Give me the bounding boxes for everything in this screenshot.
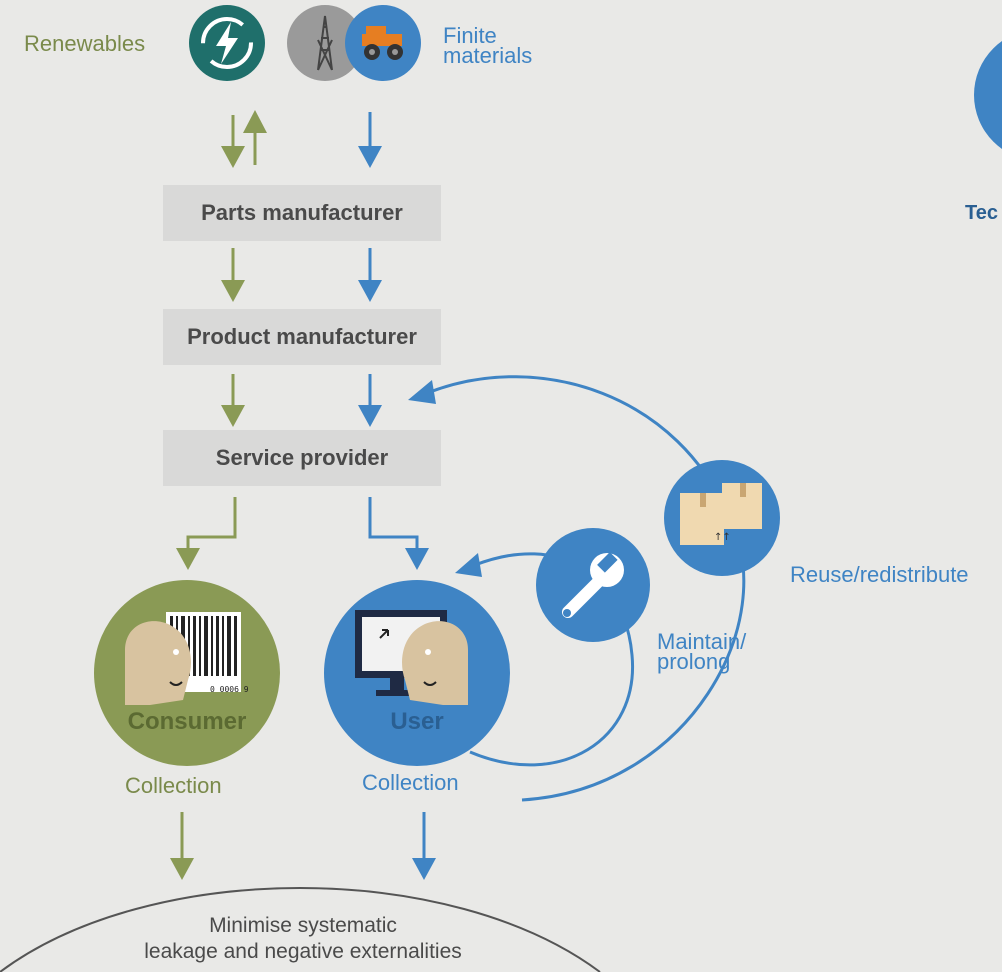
consumer-collection-label: Collection xyxy=(125,773,222,798)
renewables-label: Renewables xyxy=(24,31,146,56)
oil-derrick-icon xyxy=(287,5,363,81)
lightning-recycle-icon xyxy=(189,5,265,81)
consumer-circle xyxy=(94,580,280,766)
finite-label-line2: materials xyxy=(443,43,533,68)
consumer-label: Consumer xyxy=(127,708,247,735)
mining-truck-icon xyxy=(345,5,421,81)
stage-service-provider: Service provider xyxy=(163,430,441,486)
leakage-arc xyxy=(0,887,601,972)
reuse-redistribute-label: Reuse/redistribute xyxy=(790,562,969,587)
svg-text:↑↑: ↑↑ xyxy=(714,532,731,543)
user-label: User xyxy=(390,708,444,735)
maintain-prolong-label: Maintain/ prolong xyxy=(657,629,747,674)
technical-cycle-circle xyxy=(974,41,1002,149)
green-flow-arrows xyxy=(170,110,267,880)
wrench-icon xyxy=(536,528,650,642)
leakage-text-line1: Minimise systematic xyxy=(209,914,397,937)
user-circle xyxy=(324,580,510,766)
blue-flow-arrows xyxy=(358,112,436,880)
user-head-icon xyxy=(402,621,468,705)
maintain-label-line2: prolong xyxy=(657,649,731,674)
finite-label-line1: Finite xyxy=(443,23,497,48)
stage-product-manufacturer: Product manufacturer xyxy=(163,309,441,365)
finite-materials-label: Finite materials xyxy=(443,23,533,68)
leakage-text: Minimise systematic leakage and negative… xyxy=(60,913,546,965)
user-collection-label: Collection xyxy=(362,770,459,795)
consumer-head-icon xyxy=(125,621,191,705)
stage-parts-manufacturer: Parts manufacturer xyxy=(163,185,441,241)
leakage-text-line2: leakage and negative externalities xyxy=(144,940,462,963)
barcode-digits: 0 0006 9 xyxy=(210,685,249,694)
maintain-label-line1: Maintain/ xyxy=(657,629,747,654)
technical-cycle-label: Tec xyxy=(965,202,998,224)
boxes-icon: ↑↑ xyxy=(664,460,780,576)
